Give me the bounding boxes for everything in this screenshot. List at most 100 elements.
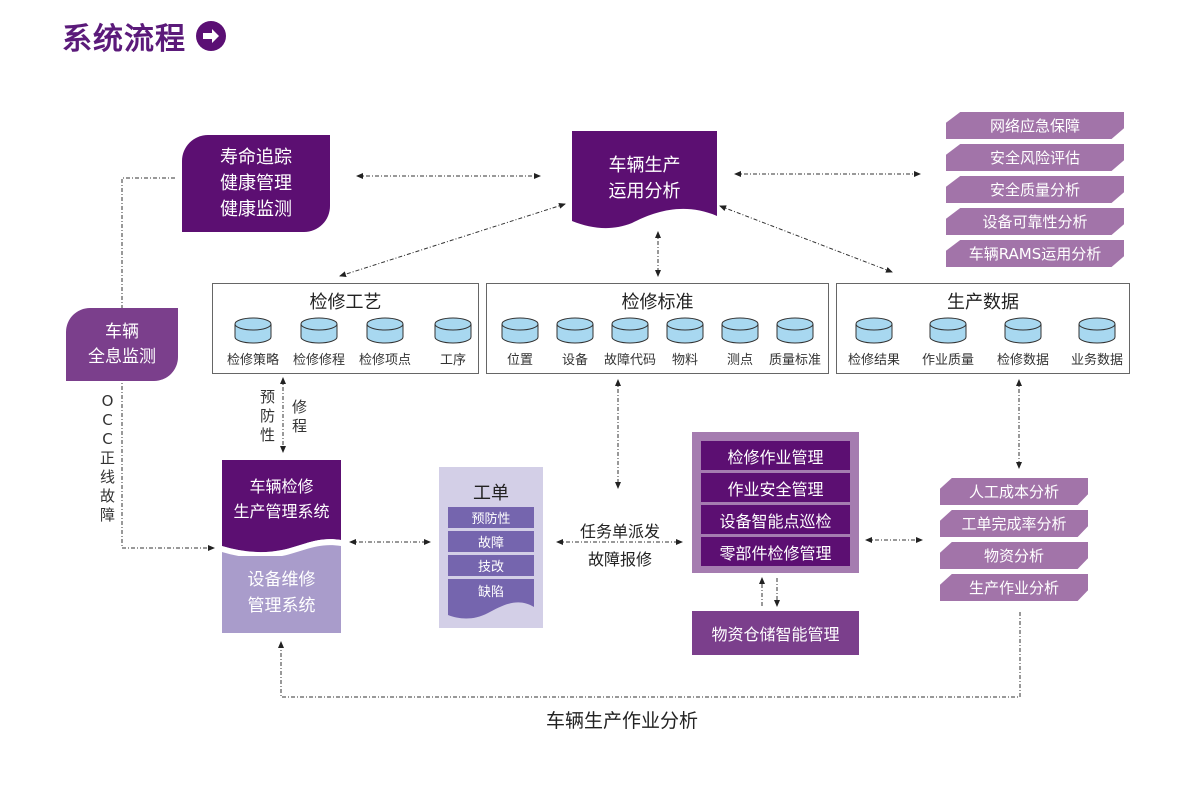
arrow-right-circle-icon[interactable] <box>196 21 226 51</box>
life-tracking-line: 健康管理 <box>220 172 292 194</box>
analysis-item[interactable]: 设备可靠性分析 <box>946 208 1124 235</box>
database-icon <box>1078 317 1116 344</box>
db-label: 检修数据 <box>996 353 1049 368</box>
db-item[interactable]: 检修项点 <box>347 317 423 368</box>
vehicle-monitoring-line: 车辆 <box>105 321 139 342</box>
vehicle-monitoring-line: 全息监测 <box>88 346 156 367</box>
db-label: 检修项点 <box>358 353 411 368</box>
db-label: 故障代码 <box>603 353 656 368</box>
page-title-text: 系统流程 <box>62 22 186 57</box>
db-label: 检修修程 <box>292 353 345 368</box>
database-icon <box>434 317 472 344</box>
panel-process: 检修工艺 检修策略 检修修程 检修项点 工序 <box>212 283 479 374</box>
database-icon <box>366 317 404 344</box>
database-icon <box>300 317 338 344</box>
analysis-item[interactable]: 工单完成率分析 <box>940 510 1088 537</box>
preventive-char: 防 <box>260 407 276 425</box>
connector-prod-data <box>719 205 893 273</box>
fault-report-label: 故障报修 <box>588 550 653 569</box>
db-item[interactable]: 物料 <box>647 317 723 368</box>
equipment-maintenance-line: 设备维修 <box>247 570 316 590</box>
equipment-maintenance-system: 设备维修 管理系统 <box>222 543 341 633</box>
analysis-item[interactable]: 网络应急保障 <box>946 112 1124 139</box>
db-label: 检修策略 <box>226 353 279 368</box>
life-tracking-box: 寿命追踪 健康管理 健康监测 <box>182 135 330 232</box>
analysis-item[interactable]: 安全质量分析 <box>946 176 1124 203</box>
page-title: 系统流程 <box>62 14 226 58</box>
occ-char: C <box>102 411 113 429</box>
repair-course-char: 修 <box>292 398 308 416</box>
db-label: 测点 <box>726 353 753 368</box>
database-icon <box>611 317 649 344</box>
dispatch-label: 任务单派发 <box>580 522 661 541</box>
db-label: 质量标准 <box>768 353 821 368</box>
work-order-type[interactable]: 技改 <box>448 555 534 577</box>
operations-box: 检修作业管理 作业安全管理 设备智能点巡检 零部件检修管理 <box>692 432 859 573</box>
db-item[interactable]: 检修修程 <box>281 317 357 368</box>
database-icon <box>721 317 759 344</box>
db-label: 位置 <box>506 353 533 368</box>
preventive-label: 预 防 性 <box>260 388 275 445</box>
db-item[interactable]: 测点 <box>702 317 778 368</box>
db-item[interactable]: 检修策略 <box>215 317 291 368</box>
panel-standard: 检修标准 位置 设备 故障代码 物料 测点 质量标准 <box>486 283 829 374</box>
db-item[interactable]: 工序 <box>415 317 491 368</box>
repair-course-label: 修 程 <box>292 398 307 436</box>
bottom-right-analysis-list: 人工成本分析 工单完成率分析 物资分析 生产作业分析 <box>940 478 1088 601</box>
db-label: 设备 <box>561 353 588 368</box>
vehicle-maintenance-line: 生产管理系统 <box>233 502 330 521</box>
db-item[interactable]: 质量标准 <box>757 317 833 368</box>
occ-char: 线 <box>100 468 116 486</box>
db-item[interactable]: 设备 <box>537 317 613 368</box>
occ-char: O <box>101 392 114 410</box>
db-label: 业务数据 <box>1070 353 1123 368</box>
analysis-item[interactable]: 车辆RAMS运用分析 <box>946 240 1124 267</box>
db-label: 物料 <box>671 353 698 368</box>
analysis-item[interactable]: 生产作业分析 <box>940 574 1088 601</box>
production-analysis-box: 车辆生产 运用分析 <box>572 131 717 231</box>
work-order-type[interactable]: 缺陷 <box>477 584 504 600</box>
database-icon <box>855 317 893 344</box>
database-icon <box>929 317 967 344</box>
analysis-item[interactable]: 物资分析 <box>940 542 1088 569</box>
database-icon <box>234 317 272 344</box>
operation-item[interactable]: 检修作业管理 <box>701 441 850 470</box>
database-icon <box>776 317 814 344</box>
preventive-char: 性 <box>260 426 276 444</box>
document-shape <box>572 131 717 229</box>
top-right-analysis-list: 网络应急保障 安全风险评估 安全质量分析 设备可靠性分析 车辆RAMS运用分析 <box>946 112 1124 267</box>
operation-item[interactable]: 零部件检修管理 <box>701 537 850 566</box>
occ-char: 障 <box>100 506 116 524</box>
db-item[interactable]: 业务数据 <box>1059 317 1135 368</box>
db-label: 作业质量 <box>921 353 974 368</box>
life-tracking-line: 健康监测 <box>220 198 292 220</box>
operation-item[interactable]: 作业安全管理 <box>701 473 850 502</box>
database-icon <box>501 317 539 344</box>
panel-title: 检修标准 <box>621 292 694 313</box>
db-item[interactable]: 故障代码 <box>592 317 668 368</box>
work-order-type[interactable]: 预防性 <box>448 507 534 529</box>
occ-char: C <box>102 430 113 448</box>
equipment-maintenance-line: 管理系统 <box>247 596 316 616</box>
db-item[interactable]: 位置 <box>482 317 558 368</box>
database-icon <box>1004 317 1042 344</box>
occ-fault-label: O C C 正 线 故 障 <box>100 392 115 525</box>
panel-title: 生产数据 <box>947 292 1019 313</box>
panel-title: 检修工艺 <box>309 292 382 313</box>
vehicle-monitoring-box: 车辆 全息监测 <box>66 308 178 381</box>
db-item[interactable]: 检修数据 <box>985 317 1061 368</box>
document-shape <box>222 460 341 556</box>
work-order-wave <box>448 579 534 619</box>
operation-item[interactable]: 设备智能点巡检 <box>701 505 850 534</box>
db-item[interactable]: 作业质量 <box>910 317 986 368</box>
analysis-item[interactable]: 安全风险评估 <box>946 144 1124 171</box>
preventive-char: 预 <box>260 388 276 406</box>
warehouse-box[interactable]: 物资仓储智能管理 <box>692 611 859 655</box>
work-order-type[interactable]: 故障 <box>448 531 534 553</box>
vehicle-maintenance-line: 车辆检修 <box>249 477 314 496</box>
analysis-item[interactable]: 人工成本分析 <box>940 478 1088 505</box>
occ-char: 故 <box>100 487 116 505</box>
occ-char: 正 <box>100 449 116 467</box>
db-item[interactable]: 检修结果 <box>836 317 912 368</box>
connector-footer-loop <box>278 612 1021 698</box>
